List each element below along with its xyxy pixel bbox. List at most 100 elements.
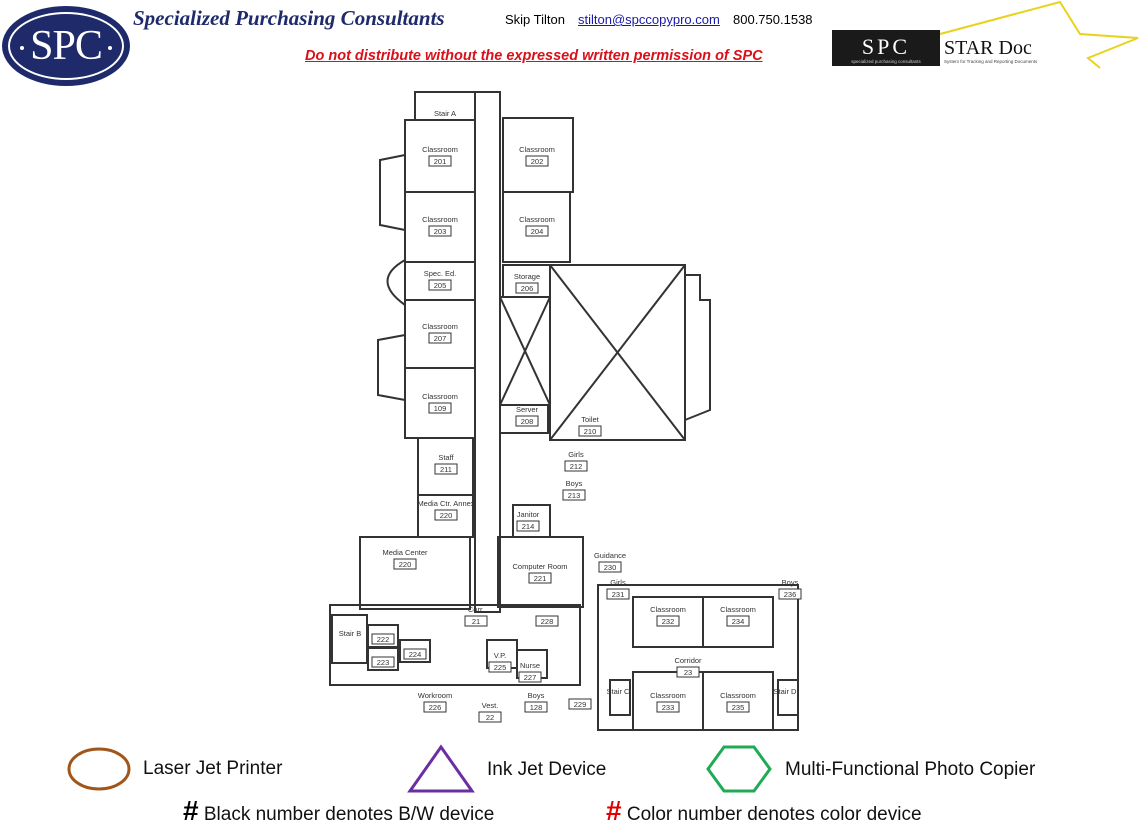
room-outline <box>702 671 774 731</box>
room-number: 232 <box>662 617 675 626</box>
room-name: Classroom <box>422 322 458 331</box>
star-logo-dark-panel <box>832 30 940 66</box>
room-outline <box>502 191 571 263</box>
room-number: 202 <box>531 157 544 166</box>
contact-email-link[interactable]: stilton@spccopypro.com <box>578 12 720 27</box>
room-name: Classroom <box>422 145 458 154</box>
wall <box>329 604 581 686</box>
room-number: 223 <box>377 658 390 667</box>
room-number-box <box>726 701 750 713</box>
room-number-box <box>428 155 452 167</box>
room-number: 220 <box>440 511 453 520</box>
room-number-box <box>528 572 552 584</box>
room-number-box <box>524 701 548 713</box>
room-number: 207 <box>434 334 447 343</box>
room-number-box <box>525 155 549 167</box>
room-name: Workroom <box>418 691 452 700</box>
room-number-box <box>478 711 502 723</box>
room-outline <box>777 679 799 716</box>
star-logo-spc-sub: specialized purchasing consultants <box>851 59 921 64</box>
room-name: Classroom <box>422 215 458 224</box>
bw-hash-icon: # <box>183 795 199 826</box>
company-name: Specialized Purchasing Consultants <box>133 6 445 30</box>
room-name: Storage <box>514 272 540 281</box>
room-name: Girls <box>568 450 584 459</box>
room-number: 214 <box>522 522 535 531</box>
room-name: Classroom <box>519 145 555 154</box>
distribution-warning: Do not distribute without the expressed … <box>305 48 763 64</box>
room-outline <box>331 614 368 664</box>
room-number-box <box>568 698 592 710</box>
room-number-box <box>535 615 559 627</box>
room-number-box <box>428 332 452 344</box>
color-hash-icon: # <box>606 795 622 826</box>
multifunction-copier-icon <box>706 745 772 793</box>
room-number-box <box>726 615 750 627</box>
room-outline <box>502 264 551 298</box>
room-number: 23 <box>684 668 692 677</box>
room-number-box <box>525 225 549 237</box>
room-name: Server <box>516 405 539 414</box>
room-number-box <box>428 225 452 237</box>
room-name: Boys <box>528 691 545 700</box>
room-number: 230 <box>604 563 617 572</box>
legend-mfp-label: Multi-Functional Photo Copier <box>785 759 1036 780</box>
star-logo-spc: SPC <box>862 34 910 59</box>
room-number: 21 <box>472 617 480 626</box>
contact-name: Skip Tilton <box>505 12 565 27</box>
room-number: 208 <box>521 417 534 426</box>
room-name: Toilet <box>581 415 599 424</box>
room-number: 204 <box>531 227 544 236</box>
room-number: 205 <box>434 281 447 290</box>
room-number: 234 <box>732 617 745 626</box>
room-number: 224 <box>409 650 422 659</box>
room-name: Nurse <box>520 661 540 670</box>
room-name: Stair D <box>774 687 798 696</box>
room-name: Boys <box>566 479 583 488</box>
room-outline <box>417 494 474 538</box>
room-number: 231 <box>612 590 625 599</box>
room-outline <box>367 647 399 671</box>
room-outline <box>502 117 574 193</box>
room-number: 128 <box>530 703 543 712</box>
star-logo-stardoc-sub: System for Tracking and Reporting Docume… <box>944 59 1038 64</box>
room-number: 22 <box>486 713 494 722</box>
room-name: Vest. <box>482 701 499 710</box>
room-number-box <box>371 656 395 668</box>
room-name: Girls <box>610 578 626 587</box>
room-name: Spec. Ed. <box>424 269 457 278</box>
room-name: Classroom <box>650 605 686 614</box>
room-number: 236 <box>784 590 797 599</box>
room-number-box <box>423 701 447 713</box>
ink-jet-device-icon <box>407 744 475 793</box>
room-name: Stair B <box>339 629 362 638</box>
bw-note-text: Black number denotes B/W device <box>203 804 495 825</box>
room-name: Corr. <box>468 605 484 614</box>
star-outline-icon <box>939 0 1139 69</box>
room-number-box <box>578 425 602 437</box>
contact-phone: 800.750.1538 <box>733 12 813 27</box>
room-number-box <box>562 489 586 501</box>
room-number-box <box>428 402 452 414</box>
room-number-box <box>598 561 622 573</box>
room-outline <box>497 536 584 608</box>
legend-bw-note: # Black number denotes B/W device <box>183 795 494 827</box>
room-number-box <box>403 648 427 660</box>
room-name: Stair C <box>607 687 631 696</box>
room-name: Staff <box>438 453 454 462</box>
room-number-box <box>434 463 458 475</box>
room-number-box <box>515 415 539 427</box>
room-number: 222 <box>377 635 390 644</box>
legend-laser-label: Laser Jet Printer <box>143 758 283 779</box>
room-number: 201 <box>434 157 447 166</box>
room-number: 225 <box>494 663 507 672</box>
room-outline <box>632 671 704 731</box>
room-number: 227 <box>524 673 537 682</box>
room-name: Guidance <box>594 551 626 560</box>
room-number-box <box>515 282 539 294</box>
wall <box>377 154 406 401</box>
wall <box>684 274 711 421</box>
room-name: V.P. <box>494 651 507 660</box>
room-name: Stair A <box>434 109 456 118</box>
